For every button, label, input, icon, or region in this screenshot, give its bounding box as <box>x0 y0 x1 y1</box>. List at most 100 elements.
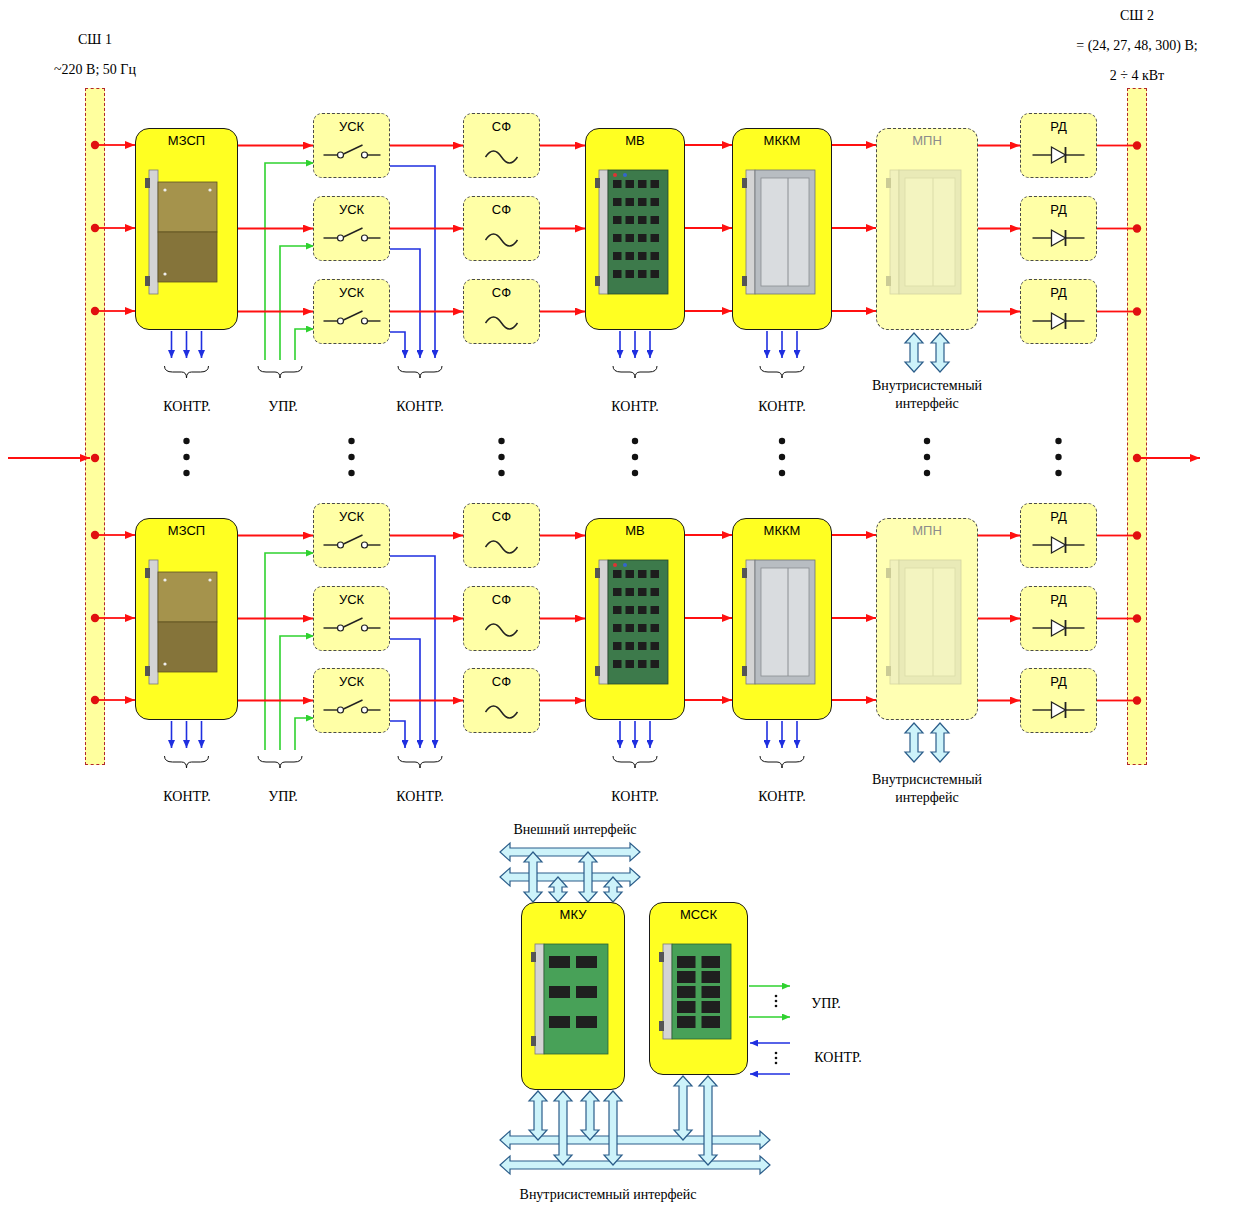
diode-symbol <box>1033 627 1052 628</box>
group-brace <box>165 366 209 378</box>
diode-symbol <box>1052 537 1066 553</box>
status-line <box>750 1073 790 1075</box>
switch-symbol <box>344 228 363 237</box>
signal-label: КОНТР. <box>396 398 443 416</box>
block-title: УСК <box>339 509 364 525</box>
power-line <box>832 617 876 619</box>
switch-symbol <box>324 154 338 155</box>
signal-label: КОНТР. <box>758 788 805 806</box>
module-cover <box>761 178 809 286</box>
power-line <box>238 228 313 230</box>
optional-module: МПН <box>876 518 978 720</box>
rivet <box>163 578 166 581</box>
module-box: МЗСП <box>135 518 238 720</box>
function-block: УСК <box>313 196 390 261</box>
power-line <box>390 700 463 702</box>
interface-arrow <box>674 1076 692 1140</box>
panel-handle <box>659 952 664 962</box>
rivet <box>163 188 166 191</box>
switch-contact <box>338 625 344 631</box>
power-line <box>238 311 313 313</box>
panel-handle <box>145 666 150 676</box>
status-line <box>634 721 636 748</box>
panel-handle <box>145 276 150 286</box>
signal-label: УПР. <box>811 995 841 1013</box>
block-title: МВ <box>625 523 645 539</box>
diode-symbol <box>1065 702 1067 718</box>
function-block: СФ <box>463 113 540 178</box>
ellipsis-dot <box>1055 438 1061 444</box>
block-title: СФ <box>492 592 511 608</box>
bus-caption: ~220 В; 50 Гц <box>25 61 165 79</box>
interface-arrow <box>905 333 923 372</box>
block-title: РД <box>1050 119 1067 135</box>
power-line <box>540 311 585 313</box>
module-illustration <box>585 518 685 720</box>
chip <box>651 642 660 650</box>
power-line <box>832 144 876 146</box>
module-cover <box>899 560 961 684</box>
switch-symbol <box>324 237 338 238</box>
diode-symbol <box>1033 237 1052 238</box>
power-line <box>540 618 585 620</box>
ellipsis-dot <box>779 454 785 460</box>
group-brace <box>258 756 302 768</box>
front-panel <box>149 170 158 294</box>
chip <box>651 660 660 668</box>
block-title: УСК <box>339 674 364 690</box>
interface-arrow <box>529 1091 547 1140</box>
led <box>623 173 627 177</box>
signal-label: КОНТР. <box>611 398 658 416</box>
chip <box>638 606 647 614</box>
ellipsis-dot <box>632 470 638 476</box>
chip <box>549 1016 570 1028</box>
switch-symbol <box>368 627 381 628</box>
chip <box>638 180 647 188</box>
ellipsis-dot <box>183 470 189 476</box>
ellipsis-dot <box>924 454 930 460</box>
ellipsis-dot <box>924 438 930 444</box>
switch-contact <box>338 318 344 324</box>
module-box: МССК <box>649 902 748 1075</box>
chip <box>626 588 635 596</box>
module-illustration <box>135 128 238 330</box>
chip <box>626 606 635 614</box>
ellipsis-dot <box>775 1057 778 1060</box>
diode-symbol <box>1066 627 1085 628</box>
bus-caption: СШ 2 <box>1077 7 1197 25</box>
block-title: МЗСП <box>168 523 205 539</box>
chip <box>576 956 597 968</box>
panel-handle <box>886 178 891 188</box>
ellipsis-dot <box>779 438 785 444</box>
block-title: РД <box>1050 509 1067 525</box>
function-block: СФ <box>463 503 540 568</box>
group-brace <box>165 756 209 768</box>
switch-symbol <box>324 544 338 545</box>
signal-label: Внутрисистемный интерфейс <box>857 377 997 413</box>
panel-handle <box>742 276 747 286</box>
panel-handle <box>595 666 600 676</box>
chip <box>613 270 622 278</box>
ellipsis-dot <box>924 470 930 476</box>
power-line <box>390 311 463 313</box>
ellipsis-dot <box>498 438 504 444</box>
rivet <box>208 188 211 191</box>
chip <box>549 986 570 998</box>
switch-contact <box>362 152 368 158</box>
chip <box>613 624 622 632</box>
module-illustration <box>135 518 238 720</box>
diode-symbol <box>1052 230 1066 246</box>
group-brace <box>398 366 442 378</box>
power-line <box>685 310 732 312</box>
block-title: МПН <box>912 133 942 149</box>
circuit-board <box>608 560 668 684</box>
filter-symbol <box>486 234 518 246</box>
interface-arrow <box>931 333 949 372</box>
switch-symbol <box>344 618 363 627</box>
function-block: СФ <box>463 279 540 344</box>
control-line <box>280 246 314 360</box>
chip <box>651 570 660 578</box>
status-line <box>390 332 405 358</box>
interface-arrow <box>699 1076 717 1165</box>
interface-arrow <box>604 877 622 902</box>
